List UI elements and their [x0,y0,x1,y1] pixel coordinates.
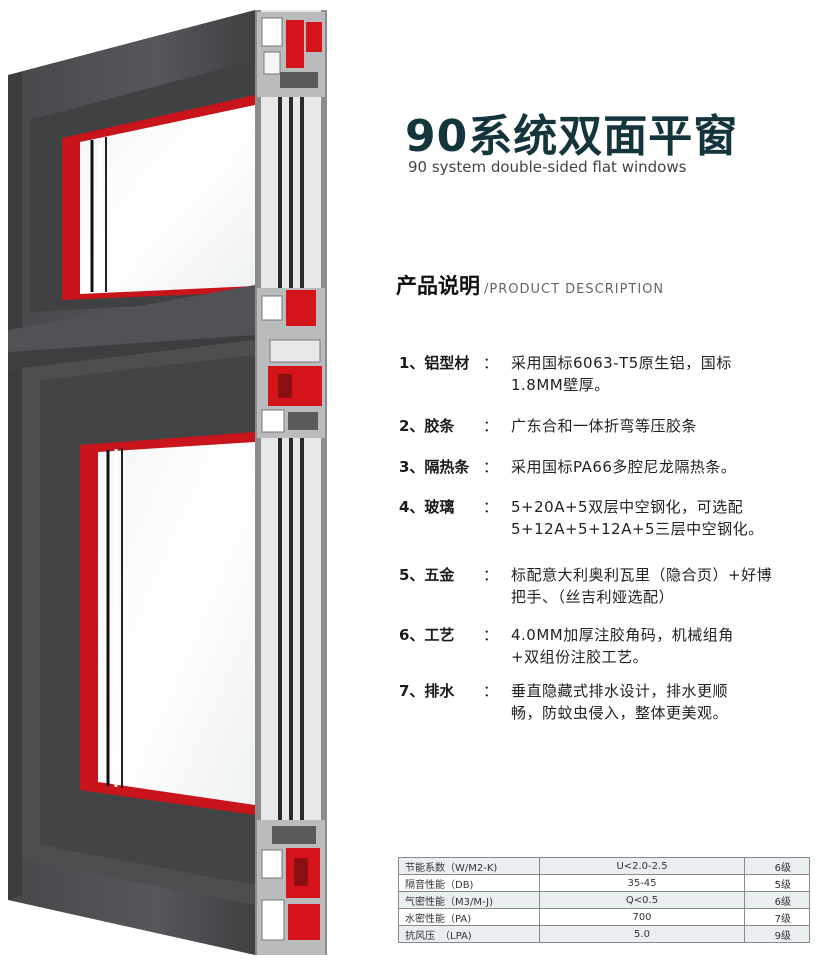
spec-line: 广东合和一体折弯等压胶条 [511,417,698,435]
spec-colon: ： [483,354,499,372]
spec-value: 广东合和一体折弯等压胶条 [511,415,697,437]
spec-colon: ： [483,417,499,435]
spec-line: 标配意大利奥利瓦里（隐合页）+好博 [511,566,773,584]
spec-item-glass: 4、玻璃 ： 5+20A+5双层中空钢化，可选配 5+12A+5+12A+5三层中… [399,496,763,538]
table-cell-name: 节能系数（W/M2-K) [398,857,540,875]
table-cell-name: 气密性能（M3/M-J) [398,891,540,909]
spec-line: 采用国标6063-T5原生铝，国标 [511,354,732,372]
spec-value: 采用国标6063-T5原生铝，国标 1.8MM壁厚。 [511,352,732,396]
spec-item-aluminum: 1、铝型材 ： 采用国标6063-T5原生铝，国标 1.8MM壁厚。 [399,352,731,394]
spec-line: 5+20A+5双层中空钢化，可选配 [511,498,744,516]
spec-item-thermal-strip: 3、隔热条 ： 采用国标PA66多腔尼龙隔热条。 [399,456,736,478]
spec-item-craft: 6、工艺 ： 4.0MM加厚注胶角码，机械组角 +双组份注胶工艺。 [399,624,733,666]
spec-line: 采用国标PA66多腔尼龙隔热条。 [511,458,737,476]
spec-colon: ： [483,566,499,584]
table-row: 节能系数（W/M2-K) U<2.0-2.5 6级 [398,857,810,875]
performance-table: 节能系数（W/M2-K) U<2.0-2.5 6级 隔音性能（DB) 35-45… [398,857,810,943]
spec-key: 6、工艺 [399,626,455,644]
spec-line: 垂直隐藏式排水设计，排水更顺 [511,682,729,700]
table-row: 气密性能（M3/M-J) Q<0.5 6级 [398,891,810,909]
spec-value: 采用国标PA66多腔尼龙隔热条。 [511,456,736,478]
description-heading-cn: 产品说明 [396,274,480,298]
spec-key: 4、玻璃 [399,498,455,516]
description-heading: 产品说明/PRODUCT DESCRIPTION [396,270,664,300]
spec-line: +双组份注胶工艺。 [511,648,649,666]
table-cell-grade: 6级 [744,857,810,875]
table-cell-value: 35-45 [539,874,745,892]
spec-value: 标配意大利奥利瓦里（隐合页）+好博 把手、（丝吉利娅选配） [511,564,772,608]
spec-line: 把手、（丝吉利娅选配） [511,588,675,606]
window-frame-illustration [8,10,327,955]
spec-item-seal-strip: 2、胶条 ： 广东合和一体折弯等压胶条 [399,415,697,437]
spec-value: 垂直隐藏式排水设计，排水更顺 畅，防蚊虫侵入，整体更美观。 [511,680,728,724]
table-cell-grade: 6级 [744,891,810,909]
table-cell-value: Q<0.5 [539,891,745,909]
spec-colon: ： [483,682,499,700]
table-cell-value: U<2.0-2.5 [539,857,745,875]
spec-key: 1、铝型材 [399,354,470,372]
spec-line: 5+12A+5+12A+5三层中空钢化。 [511,520,764,538]
description-heading-en: /PRODUCT DESCRIPTION [484,282,665,297]
page-title: 90系统双面平窗 [405,111,739,162]
table-cell-grade: 5级 [744,874,810,892]
table-cell-grade: 9级 [744,925,810,943]
spec-line: 4.0MM加厚注胶角码，机械组角 [511,626,734,644]
spec-key: 7、排水 [399,682,455,700]
table-cell-name: 抗风压 （LPA) [398,925,540,943]
spec-key: 5、五金 [399,566,455,584]
spec-line: 畅，防蚊虫侵入，整体更美观。 [511,704,729,722]
page-subtitle: 90 system double-sided flat windows [408,158,687,176]
spec-key: 3、隔热条 [399,458,470,476]
spec-colon: ： [483,626,499,644]
table-cell-grade: 7级 [744,908,810,926]
spec-colon: ： [483,498,499,516]
table-cell-value: 700 [539,908,745,926]
table-row: 水密性能（PA) 700 7级 [398,908,810,926]
spec-value: 5+20A+5双层中空钢化，可选配 5+12A+5+12A+5三层中空钢化。 [511,496,764,540]
table-cell-name: 水密性能（PA) [398,908,540,926]
spec-item-drainage: 7、排水 ： 垂直隐藏式排水设计，排水更顺 畅，防蚊虫侵入，整体更美观。 [399,680,728,722]
table-cell-name: 隔音性能（DB) [398,874,540,892]
table-cell-value: 5.0 [539,925,745,943]
spec-colon: ： [483,458,499,476]
table-row: 隔音性能（DB) 35-45 5级 [398,874,810,892]
spec-line: 1.8MM壁厚。 [511,376,610,394]
spec-value: 4.0MM加厚注胶角码，机械组角 +双组份注胶工艺。 [511,624,734,668]
spec-item-hardware: 5、五金 ： 标配意大利奥利瓦里（隐合页）+好博 把手、（丝吉利娅选配） [399,564,772,606]
spec-key: 2、胶条 [399,417,455,435]
table-row: 抗风压 （LPA) 5.0 9级 [398,925,810,943]
